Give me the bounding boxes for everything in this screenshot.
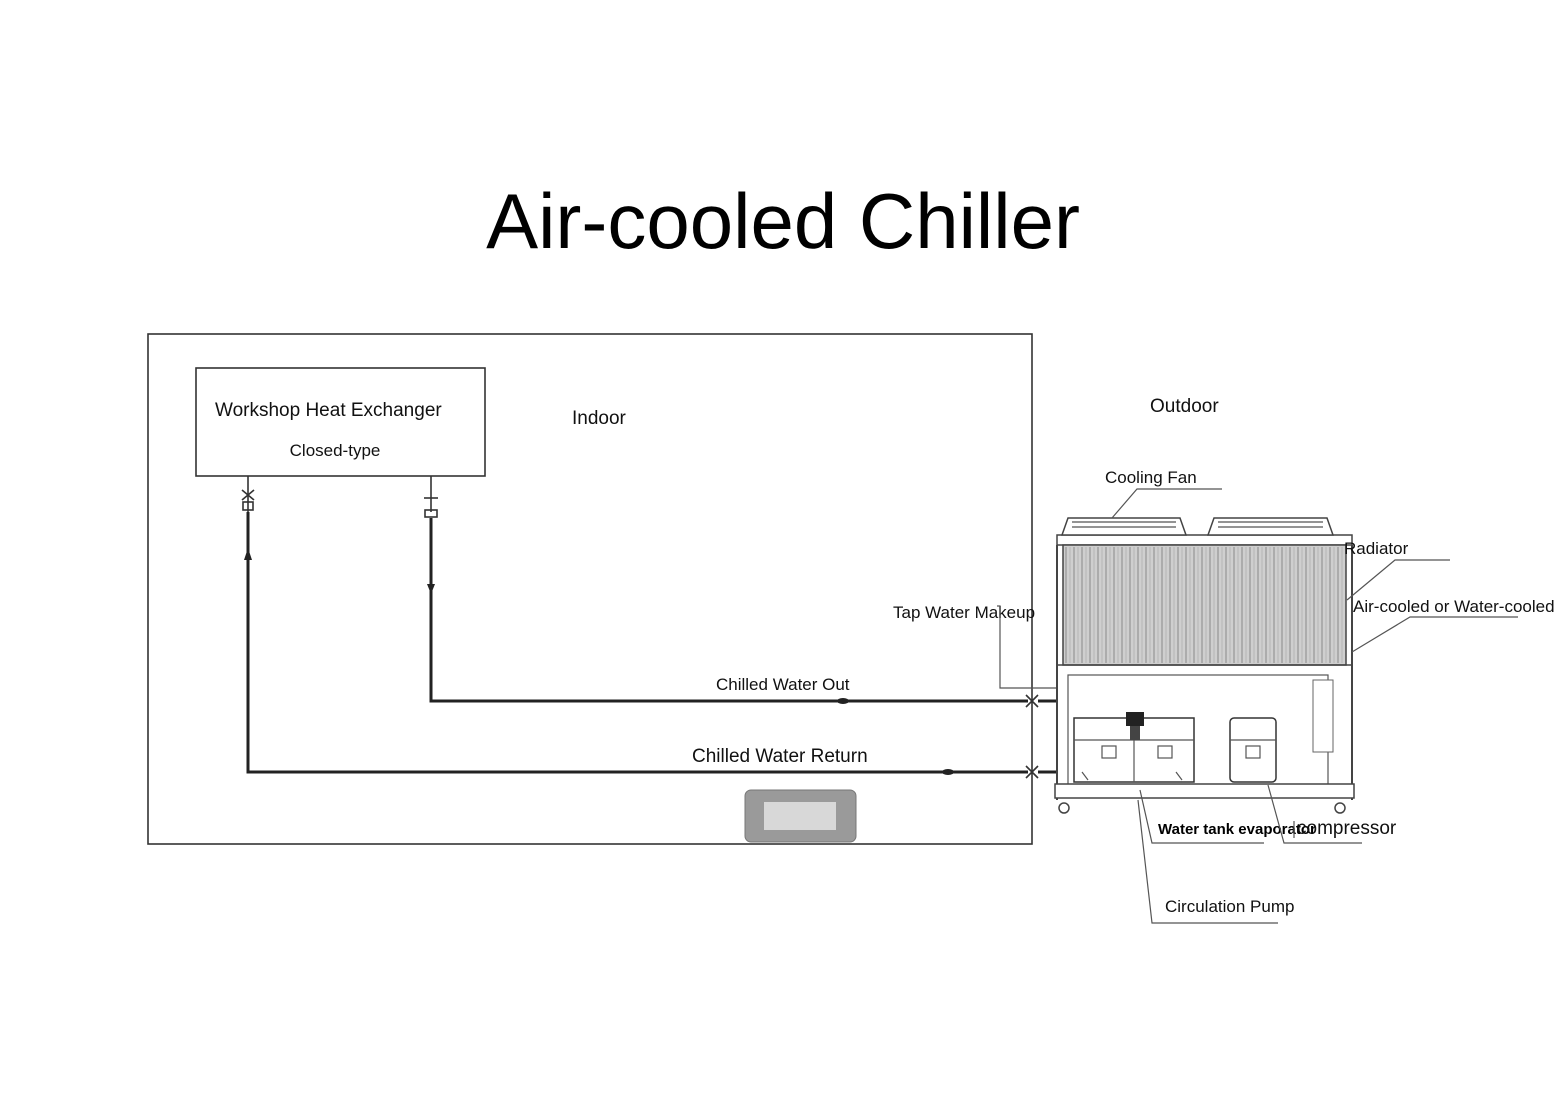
- heat-exchanger-type-label: Closed-type: [290, 441, 381, 460]
- chilled-water-return-pipe: [244, 512, 1028, 775]
- cooling-fan-leader: [1111, 488, 1222, 519]
- radiator-coil: [1062, 544, 1347, 666]
- controller-panel: [744, 789, 857, 843]
- cooling-fan-label: Cooling Fan: [1105, 468, 1197, 487]
- water-tank-evaporator-label: Water tank evaporator: [1158, 821, 1316, 838]
- compressor-leader: [1267, 784, 1362, 844]
- wheel-icon: [1058, 802, 1070, 814]
- cooling-fan-icon: [1060, 517, 1188, 536]
- chilled-water-out-label: Chilled Water Out: [716, 675, 850, 694]
- chilled-water-return-label: Chilled Water Return: [692, 746, 868, 767]
- tap-water-makeup-label: Tap Water Makeup: [893, 603, 1035, 622]
- indoor-label: Indoor: [572, 408, 627, 429]
- flow-down-arrow-icon: [427, 584, 435, 594]
- wall-valve-return-icon: [1025, 765, 1058, 779]
- water-tank-evaporator-leader: [1139, 789, 1264, 844]
- radiator-label: Radiator: [1344, 539, 1409, 558]
- air-or-water-cooled-label: Air-cooled or Water-cooled: [1353, 597, 1555, 616]
- outlet-valve-icon: [424, 476, 438, 518]
- workshop-heat-exchanger: Workshop Heat Exchanger Closed-type: [195, 367, 486, 477]
- radiator-fins: [1065, 547, 1343, 663]
- outdoor-label: Outdoor: [1150, 396, 1219, 417]
- flow-up-arrow-icon: [244, 548, 252, 560]
- wheel-icon: [1334, 802, 1346, 814]
- circulation-pump: [1126, 712, 1144, 740]
- circulation-pump-leader: [1137, 799, 1278, 924]
- cooling-fan-icon: [1206, 517, 1335, 536]
- air-or-water-cooled-leader: [1351, 616, 1518, 653]
- circulation-pump-label: Circulation Pump: [1165, 897, 1294, 916]
- return-valve-icon: [241, 476, 255, 512]
- radiator-leader: [1346, 559, 1450, 601]
- indoor-room-boundary: [147, 333, 1033, 845]
- pipe-connector-icon: [942, 769, 954, 775]
- wall-valve-out-icon: [1025, 694, 1058, 708]
- page-title: Air-cooled Chiller: [486, 177, 1080, 265]
- compressor-label: compressor: [1297, 818, 1397, 839]
- chilled-water-out-pipe: [427, 518, 1028, 704]
- tap-water-makeup-leader: [997, 605, 1058, 689]
- pipe-connector-icon: [837, 698, 849, 704]
- heat-exchanger-label: Workshop Heat Exchanger: [215, 400, 442, 421]
- chiller-unit: [1054, 517, 1355, 814]
- compressor: [1229, 717, 1277, 783]
